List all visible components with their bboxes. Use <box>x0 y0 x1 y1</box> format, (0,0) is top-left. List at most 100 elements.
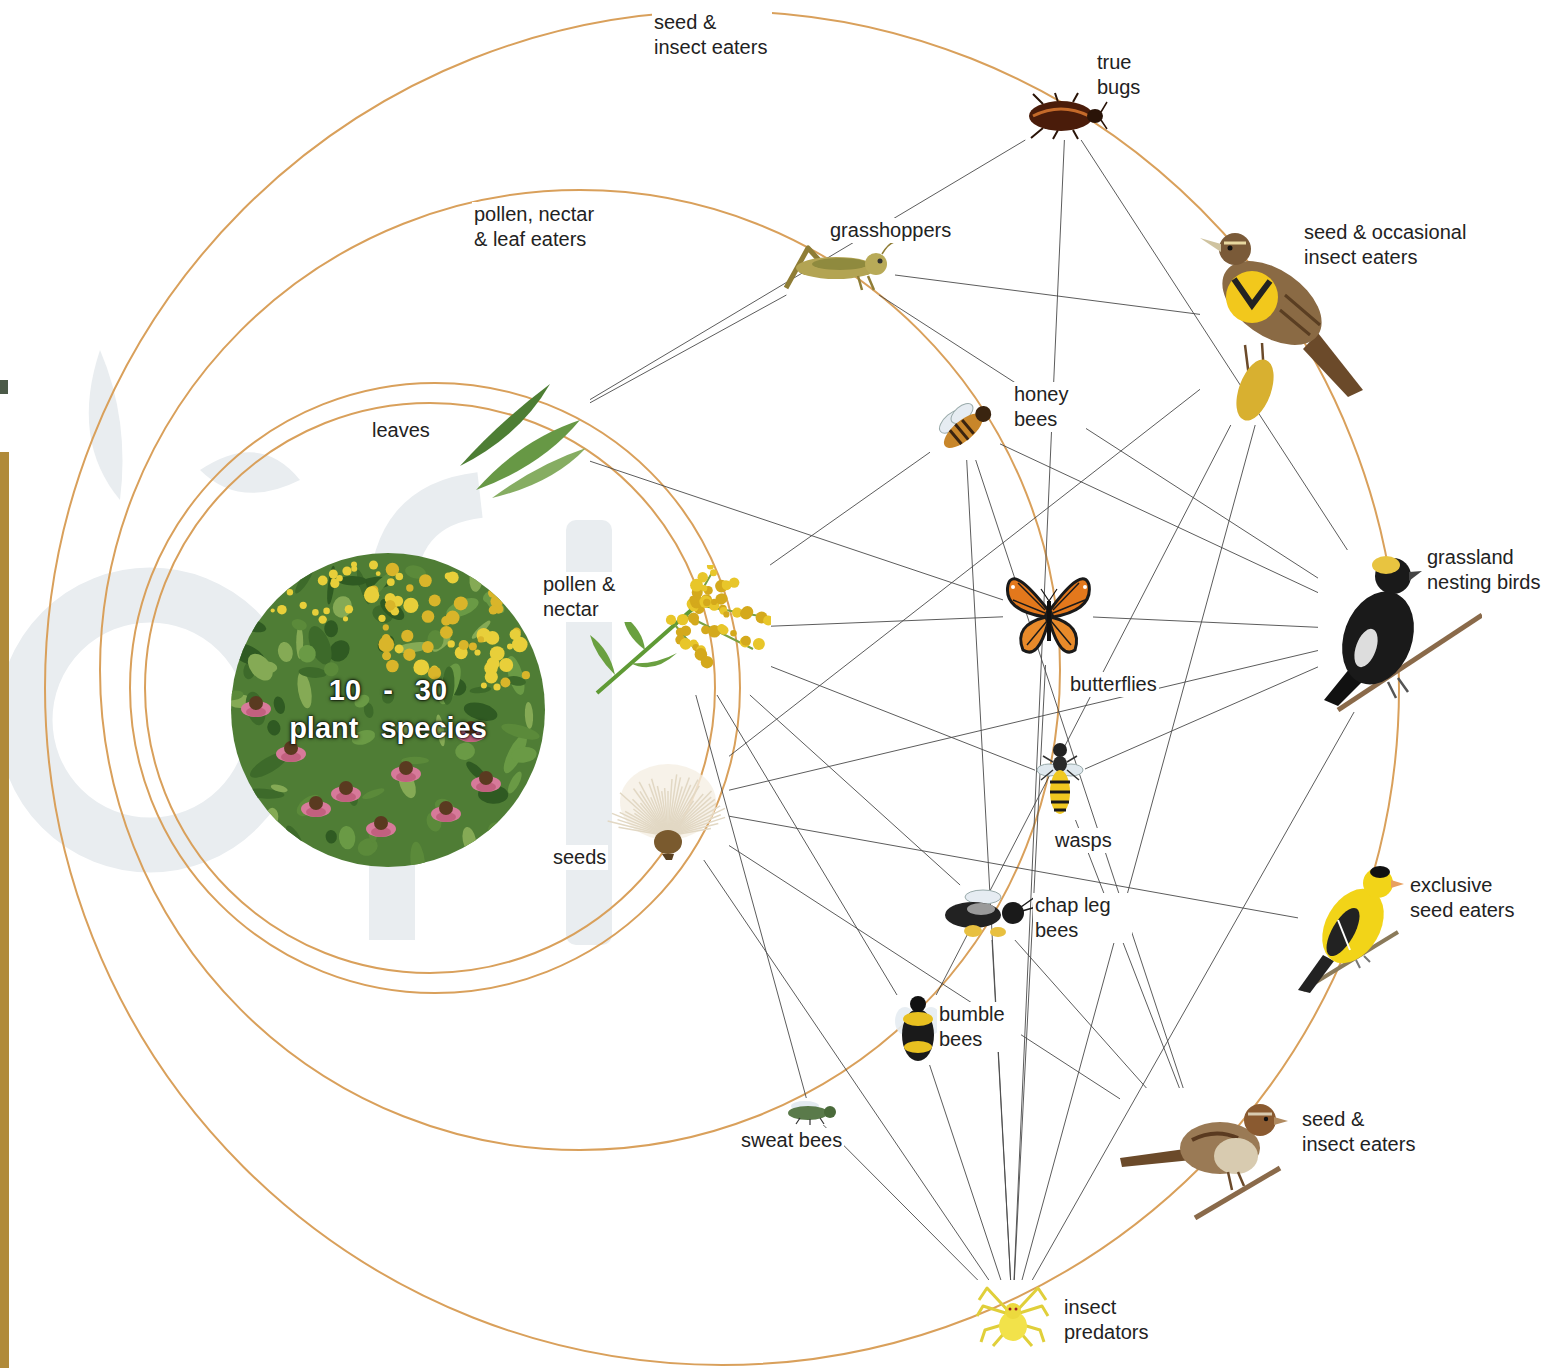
illustration-part <box>271 608 275 612</box>
illustration-part <box>396 573 404 581</box>
illustration-part <box>235 615 268 635</box>
plant-circle: 10 - 30 plant species <box>231 553 545 867</box>
food-web-link <box>823 1125 977 1280</box>
illustration-part <box>325 829 338 844</box>
illustration-part <box>507 590 514 597</box>
illustration-part <box>740 608 752 620</box>
bumble-icon <box>893 995 943 1065</box>
illustration-part <box>1029 101 1093 131</box>
illustration-part <box>1002 902 1024 924</box>
flower-node: pollen & nectar <box>585 565 771 695</box>
illustration-part <box>336 575 343 582</box>
illustration-part <box>902 1009 934 1061</box>
seeds-icon <box>604 750 729 860</box>
illustration-part <box>479 771 493 785</box>
illustration-part <box>630 653 677 667</box>
ring-label: seed & insect eaters <box>652 10 772 60</box>
food-web-link <box>590 140 1025 400</box>
illustration-part <box>796 257 876 279</box>
illustration-part <box>666 615 676 625</box>
illustration-part <box>1330 581 1427 694</box>
illustration-part <box>474 649 480 655</box>
illustration-part <box>459 640 469 650</box>
illustration-part <box>500 678 510 688</box>
insect-node: wasps <box>1035 740 1085 820</box>
illustration-part <box>283 823 308 855</box>
food-web-link <box>770 452 930 565</box>
illustration-part <box>243 649 278 685</box>
illustration-part <box>701 585 707 591</box>
organism-label: seed & insect eaters <box>1300 1107 1420 1157</box>
illustration-part <box>454 596 468 610</box>
illustration-part <box>1011 585 1015 589</box>
illustration-part <box>401 630 413 642</box>
illustration-part <box>422 610 435 623</box>
illustration-part <box>1372 556 1400 574</box>
illustration-part <box>1087 109 1103 123</box>
illustration-part <box>1013 583 1085 645</box>
illustration-part <box>454 741 477 762</box>
illustration-part <box>719 626 728 635</box>
illustration-part <box>740 637 751 648</box>
organism-label: grasshoppers <box>828 218 953 243</box>
illustration-part <box>1356 956 1370 968</box>
food-web-link <box>729 651 1318 791</box>
illustration-part <box>1009 1308 1012 1311</box>
illustration-part <box>448 640 455 647</box>
illustration-part <box>654 830 682 854</box>
illustration-part <box>231 553 545 867</box>
organism-label: honey bees <box>1012 382 1086 432</box>
illustration-part <box>858 276 874 290</box>
illustration-part <box>403 649 415 661</box>
illustration-part <box>639 782 668 836</box>
bird-node: seed & insect eaters <box>1120 1088 1290 1220</box>
illustration-part <box>266 719 283 737</box>
illustration-part <box>331 578 336 583</box>
illustration-part <box>812 258 868 270</box>
insect-node: bumble bees <box>893 995 943 1065</box>
food-web-link <box>696 695 807 1098</box>
illustration-part <box>355 835 381 859</box>
illustration-part <box>524 702 534 729</box>
illustration-part <box>1280 295 1320 335</box>
organism-label: true bugs <box>1095 50 1159 100</box>
illustration-part <box>231 689 244 701</box>
food-web-link <box>590 295 786 403</box>
honeybee-icon <box>930 395 1000 460</box>
illustration-part <box>428 860 452 867</box>
illustration-part <box>1320 903 1366 961</box>
illustration-part <box>741 636 751 646</box>
illustration-part <box>1224 242 1246 245</box>
spider-icon <box>975 1280 1050 1350</box>
illustration-part <box>691 618 699 626</box>
illustration-part <box>665 788 668 836</box>
sparrow-icon <box>1120 1088 1290 1220</box>
sweatbee-icon <box>780 1098 840 1125</box>
illustration-part <box>260 558 279 570</box>
organism-label: pollen & nectar <box>541 572 640 622</box>
illustration-part <box>657 786 668 836</box>
organism-label: wasps <box>1053 828 1114 853</box>
illustration-part <box>319 615 327 623</box>
illustration-part <box>283 577 291 585</box>
illustration-part <box>0 452 9 1368</box>
illustration-part <box>419 574 432 587</box>
illustration-part <box>977 1288 1048 1346</box>
organism-label: bumble bees <box>937 1002 1021 1052</box>
illustration-part <box>698 572 708 582</box>
illustration-part <box>89 350 123 500</box>
illustration-part <box>730 630 737 637</box>
illustration-part <box>499 658 513 672</box>
illustration-part <box>478 636 484 642</box>
photo-icon <box>231 553 545 867</box>
illustration-part <box>1248 1113 1272 1116</box>
illustration-part <box>763 615 771 625</box>
organism-label: sweat bees <box>739 1128 844 1153</box>
bird-node: exclusive seed eaters <box>1298 860 1405 995</box>
illustration-part <box>287 589 293 595</box>
illustration-part <box>1274 1117 1288 1125</box>
illustration-part <box>1264 1117 1268 1121</box>
illustration-part <box>324 620 338 637</box>
illustration-part <box>1021 617 1048 652</box>
illustration-part <box>312 609 319 616</box>
